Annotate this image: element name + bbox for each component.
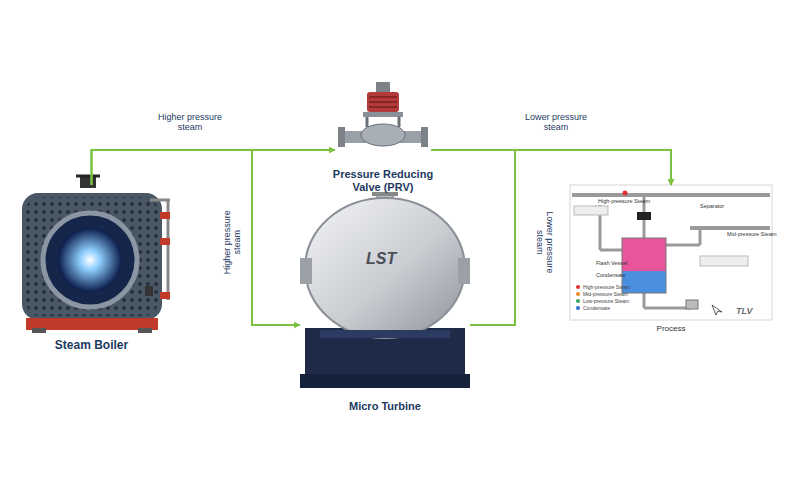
- boiler-illustration: [22, 176, 170, 333]
- legend-entry: Low-pressure Steam: [576, 298, 629, 304]
- prv-illustration: [338, 82, 428, 147]
- brand-mark: TLV: [736, 307, 753, 317]
- legend-swatch: [576, 285, 580, 289]
- legend-swatch: [576, 292, 580, 296]
- edge-label: Lower pressure steam: [535, 200, 556, 284]
- steam-line: [92, 150, 301, 325]
- steam-line: [470, 150, 671, 325]
- legend-swatch: [576, 299, 580, 303]
- legend-entry: High-pressure Steam: [576, 284, 630, 290]
- legend-swatch: [576, 306, 580, 310]
- edge-label: Higher pressure steam: [222, 200, 243, 284]
- turbine-illustration: [300, 192, 470, 388]
- node-label: Process: [631, 324, 711, 334]
- turbine-node: Micro Turbine: [300, 195, 470, 390]
- logo-text: LST: [366, 250, 396, 268]
- component-label: Separator: [700, 203, 724, 209]
- edge-label: Lower pressure steam: [514, 112, 598, 133]
- legend-text: High-pressure Steam: [583, 284, 630, 290]
- edge-label: Higher pressure steam: [148, 112, 232, 133]
- component-label: Flash Vessel: [596, 260, 627, 266]
- legend-text: Mid-pressure Steam: [583, 291, 628, 297]
- process-inset: [570, 185, 772, 320]
- boiler-node: Steam Boiler: [18, 185, 165, 330]
- legend-entry: Condensate: [576, 305, 610, 311]
- pipe-label: High-pressure Steam: [598, 198, 650, 204]
- steam-line: [92, 150, 336, 185]
- legend-text: Condensate: [583, 305, 610, 311]
- component-label: Condensate: [596, 272, 626, 278]
- node-label: Steam Boiler: [22, 338, 162, 352]
- legend-text: Low-pressure Steam: [583, 298, 629, 304]
- pipe-label: Mid-pressure Steam: [727, 231, 777, 237]
- node-label: Pressure Reducing Valve (PRV): [318, 168, 448, 194]
- legend-entry: Mid-pressure Steam: [576, 291, 628, 297]
- steam-line: [431, 150, 671, 185]
- node-label: Micro Turbine: [315, 400, 455, 413]
- valve-node: Pressure Reducing Valve (PRV): [335, 82, 431, 158]
